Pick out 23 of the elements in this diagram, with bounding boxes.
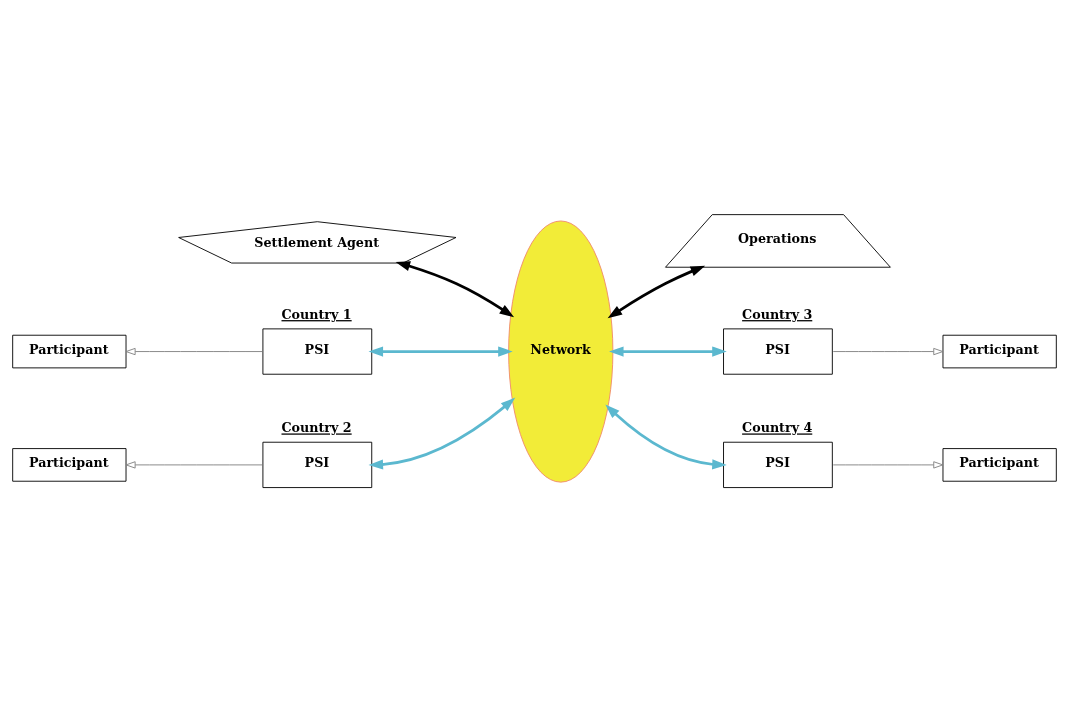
node-ellipse: Network [508,220,614,483]
arrow [125,347,263,356]
arrow [368,346,513,357]
node-label: Country 2 [281,420,352,436]
arrow [125,461,263,469]
node-box: PSI [723,328,833,375]
arrow [832,347,944,356]
arrow [368,397,516,470]
node-label: Country 1 [281,307,352,323]
node-label: Country 4 [742,420,813,436]
node-box: PSI [262,441,373,489]
arrow [832,461,944,469]
arrow [607,265,706,319]
arrow [609,346,727,357]
node-box: PSI [723,441,833,489]
node-box: Participant [12,448,127,482]
node-box: Participant [942,448,1057,482]
node-box: PSI [262,328,373,375]
arrow [605,404,727,470]
node-box: Participant [942,334,1057,369]
node-box: Participant [12,334,127,369]
node-label: Country 3 [742,307,813,323]
arrow [395,261,515,318]
